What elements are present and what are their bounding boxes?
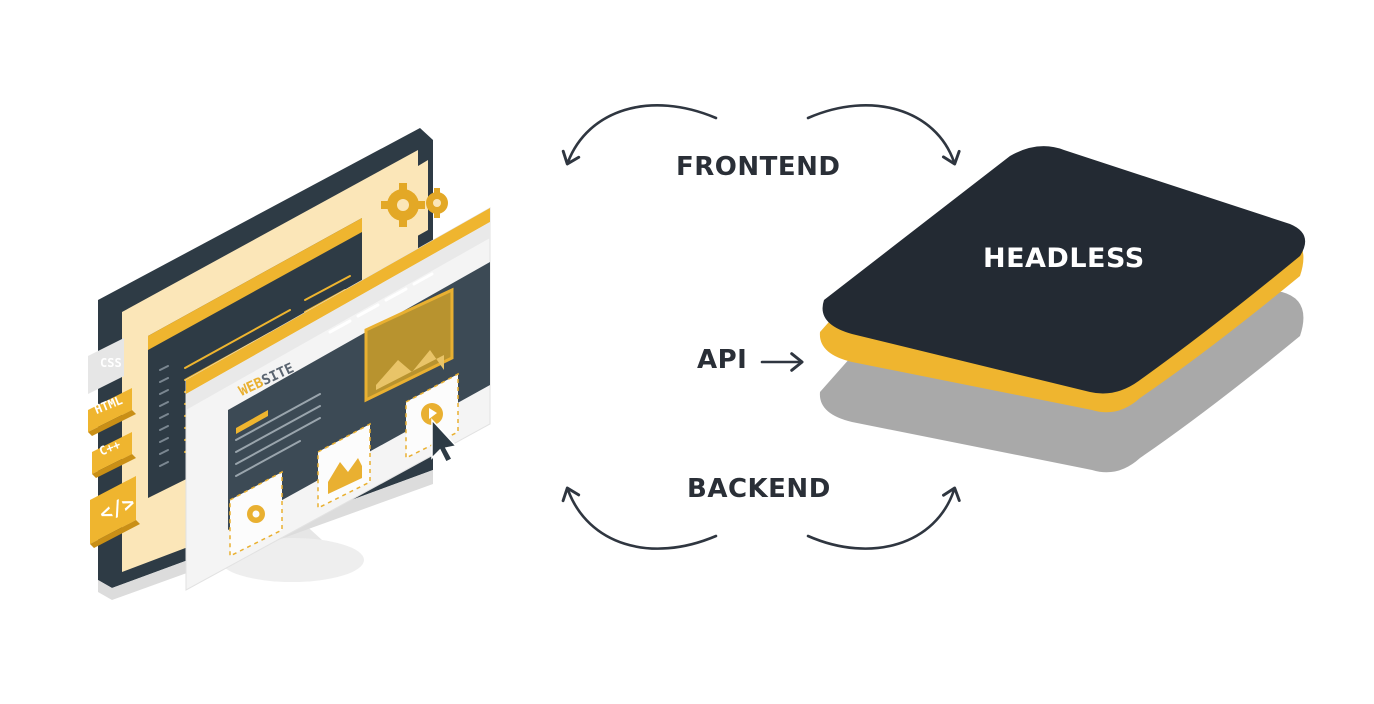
headless-layer	[822, 146, 1306, 394]
tech-tags	[88, 338, 140, 548]
code-icon	[90, 476, 136, 544]
frontend-label: FRONTEND	[676, 152, 841, 182]
flow-arrows	[561, 104, 961, 550]
arrow-frontend-right	[806, 104, 961, 166]
arrow-backend-right	[806, 486, 961, 550]
headless-label: HEADLESS	[983, 243, 1145, 274]
api-label: API	[697, 345, 748, 375]
headless-stack	[819, 146, 1306, 473]
css-tag-label: CSS	[100, 356, 122, 370]
gears-panel	[378, 160, 448, 258]
image-icon	[364, 287, 454, 403]
html-tag	[88, 388, 132, 432]
play-icon	[421, 403, 443, 425]
cursor-icon	[431, 418, 458, 464]
image-icon	[328, 458, 362, 494]
backend-label: BACKEND	[687, 474, 831, 504]
website-window	[185, 207, 491, 591]
cpp-tag	[92, 432, 132, 474]
arrow-backend-left	[561, 486, 718, 550]
arrow-frontend-left	[561, 104, 718, 166]
gear-icon	[381, 183, 448, 227]
gear-icon	[247, 505, 265, 523]
developer-illustration	[88, 128, 491, 600]
